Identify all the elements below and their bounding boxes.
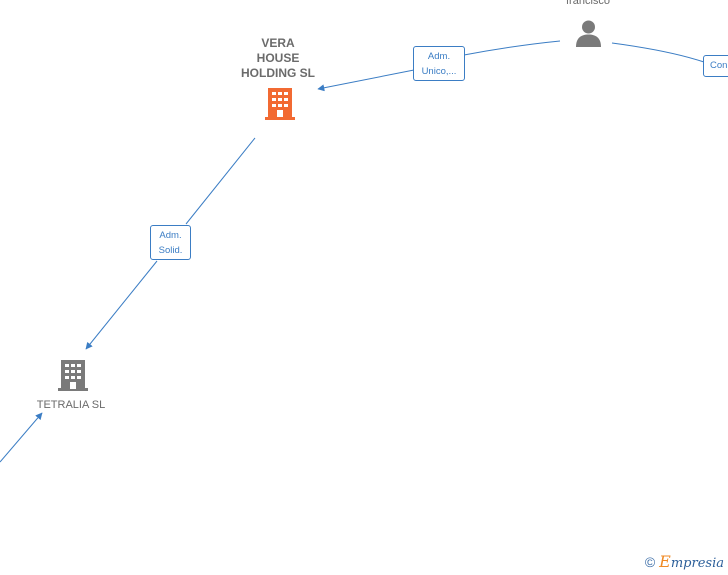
copyright-icon: © (644, 553, 656, 570)
edge-vera-to-tetralia[interactable] (185, 137, 256, 225)
building-icon[interactable] (265, 88, 295, 120)
building-icon[interactable] (58, 360, 88, 391)
brand-logo: Empresia (659, 552, 724, 571)
edge-person-to-offscreen[interactable] (611, 42, 705, 63)
edge-vera-to-tetralia-arrow[interactable] (85, 260, 158, 350)
company-label-vera[interactable]: VERA HOUSE HOLDING SL (241, 36, 315, 80)
person-label[interactable]: francisco (565, 0, 611, 7)
edge-label-adm-unico[interactable]: Adm. Unico,... (413, 46, 465, 81)
company-label-tetralia[interactable]: TETRALIA SL (36, 399, 106, 411)
edge-person-to-vera[interactable] (463, 40, 561, 56)
edge-person-to-vera-arrow[interactable] (317, 69, 415, 92)
edge-label-adm-solid[interactable]: Adm. Solid. (150, 225, 191, 260)
edge-label-offscreen[interactable]: Con (703, 55, 728, 77)
edge-offscreen-to-tetralia[interactable] (0, 412, 43, 463)
person-icon[interactable] (576, 20, 601, 48)
empresia-watermark: © Empresia (645, 552, 724, 571)
